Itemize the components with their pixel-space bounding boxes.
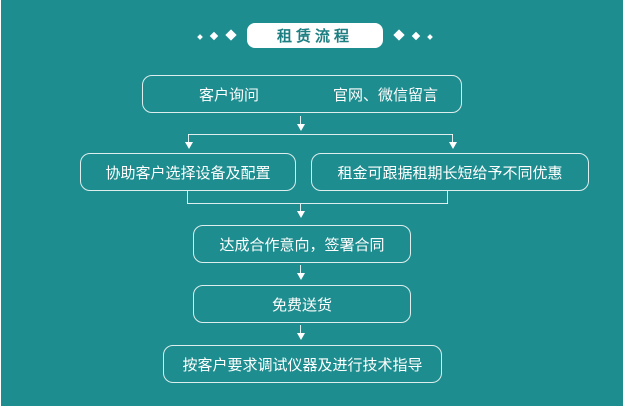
step-rent-discount-box: 租金可跟据租期长短给予不同优惠 [311,153,589,191]
connector-line [300,204,302,212]
step-free-delivery-label: 免费送货 [271,295,332,314]
arrow-down-icon [297,333,305,340]
connector-line [300,116,302,126]
step-sign-contract-box: 达成合作意向，签署合同 [193,225,411,263]
diamond-decoration-icon [427,34,433,40]
connector-line [300,325,302,334]
step-inquiry-box: 客户询问 官网、微信留言 [142,75,462,113]
arrow-down-icon [449,142,457,149]
diamond-decoration-icon [411,31,421,41]
connector-line [188,134,453,136]
step-select-equipment-box: 协助客户选择设备及配置 [80,153,296,191]
step-inquiry-label: 客户询问 [199,85,260,104]
arrow-down-icon [297,273,305,280]
connector-line [300,265,302,274]
connector-line [187,191,189,204]
step-select-equipment-label: 协助客户选择设备及配置 [105,163,271,182]
arrow-down-icon [185,142,193,149]
arrow-down-icon [297,124,305,131]
connector-line [447,191,449,204]
diamond-decoration-icon [393,29,405,41]
step-debug-guidance-box: 按客户要求调试仪器及进行技术指导 [163,345,442,383]
step-free-delivery-box: 免费送货 [193,285,411,323]
diamond-decoration-icon [197,34,203,40]
step-debug-guidance-label: 按客户要求调试仪器及进行技术指导 [182,355,423,374]
title-badge: 租赁流程 [247,23,383,48]
connector-line [188,134,190,144]
step-inquiry-channels: 官网、微信留言 [333,85,439,104]
diamond-decoration-icon [209,31,219,41]
diamond-decoration-icon [225,29,237,41]
arrow-down-icon [297,211,305,218]
connector-line [452,134,454,144]
step-rent-discount-label: 租金可跟据租期长短给予不同优惠 [337,163,563,182]
connector-line [187,203,448,205]
step-sign-contract-label: 达成合作意向，签署合同 [219,235,385,254]
